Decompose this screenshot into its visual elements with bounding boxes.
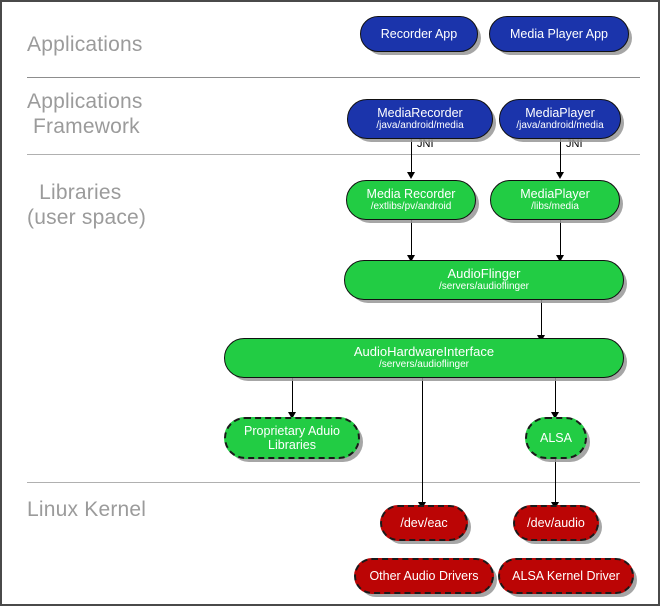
node-subtitle: /servers/audioflinger: [378, 359, 470, 370]
node-proprietary-audio-libraries[interactable]: Proprietary Aduio Libraries: [224, 417, 360, 459]
band-label-linux-kernel: Linux Kernel: [27, 498, 147, 521]
node-recorder-app[interactable]: Recorder App: [360, 16, 478, 52]
arrowhead-ahi-alsa: [551, 412, 559, 419]
connector-ahi-alsa: [555, 377, 556, 415]
node-alsa-kernel-driver[interactable]: ALSA Kernel Driver: [498, 558, 634, 594]
node-mediaplayer-framework[interactable]: MediaPlayer /java/android/media: [499, 99, 621, 139]
node-media-recorder-lib[interactable]: Media Recorder /extlibs/pv/android: [346, 180, 476, 220]
node-title: Recorder App: [380, 27, 458, 41]
edge-label-jni-player: JNI: [566, 138, 583, 150]
node-media-player-app[interactable]: Media Player App: [489, 16, 629, 52]
node-title: MediaPlayer: [520, 187, 590, 201]
band-label-applications: Applications: [27, 33, 143, 56]
arrowhead-jni-recorder: [407, 172, 415, 179]
node-dev-audio[interactable]: /dev/audio: [513, 505, 599, 541]
connector-mediaplayer-audioflinger: [560, 220, 561, 258]
node-subtitle: /java/android/media: [516, 120, 604, 131]
arrowhead-mediaplayer-audioflinger: [556, 255, 564, 262]
node-mediaplayer-lib[interactable]: MediaPlayer /libs/media: [490, 180, 620, 220]
node-title: Media Player App: [510, 27, 608, 41]
node-title: AudioHardwareInterface: [353, 344, 495, 359]
node-title: Media Recorder: [366, 187, 456, 201]
node-title: Other Audio Drivers: [369, 569, 479, 583]
node-title: Proprietary Aduio: [244, 424, 340, 438]
edge-label-jni-recorder: JNI: [417, 138, 434, 150]
connector-mediarecorder-audioflinger: [411, 220, 412, 258]
node-dev-eac[interactable]: /dev/eac: [380, 505, 468, 541]
node-subtitle: /servers/audioflinger: [438, 281, 530, 292]
node-title: ALSA: [540, 431, 572, 445]
node-alsa[interactable]: ALSA: [525, 417, 587, 459]
arrowhead-ahi-proprietary: [288, 412, 296, 419]
separator-kernel: [27, 482, 640, 483]
node-title: AudioFlinger: [447, 266, 521, 281]
connector-ahi-dev-eac: [422, 377, 423, 505]
separator-framework: [27, 154, 640, 155]
node-title: /dev/eac: [400, 516, 448, 530]
node-subtitle: Libraries: [268, 438, 316, 452]
node-mediarecorder-framework[interactable]: MediaRecorder /java/android/media: [347, 99, 493, 139]
connector-alsa-dev-audio: [555, 459, 556, 505]
node-title: ALSA Kernel Driver: [512, 569, 620, 583]
connector-jni-recorder: [411, 138, 412, 174]
band-label-applications-framework: Applications Framework: [27, 90, 143, 138]
band-label-libraries: Libraries (user space): [27, 181, 147, 229]
node-audiohardwareinterface[interactable]: AudioHardwareInterface /servers/audiofli…: [224, 338, 624, 378]
arrowhead-jni-player: [556, 172, 564, 179]
node-other-audio-drivers[interactable]: Other Audio Drivers: [354, 558, 494, 594]
node-subtitle: /libs/media: [531, 201, 579, 212]
separator-applications: [27, 77, 640, 78]
connector-jni-player: [560, 138, 561, 174]
arrowhead-mediarecorder-audioflinger: [407, 255, 415, 262]
connector-audioflinger-ahi: [541, 300, 542, 338]
node-title: /dev/audio: [527, 516, 585, 530]
node-subtitle: /extlibs/pv/android: [370, 201, 452, 212]
node-subtitle: /java/android/media: [376, 120, 464, 131]
node-title: MediaRecorder: [377, 106, 463, 120]
connector-ahi-proprietary: [292, 377, 293, 415]
node-audioflinger[interactable]: AudioFlinger /servers/audioflinger: [344, 260, 624, 300]
node-title: MediaPlayer: [525, 106, 595, 120]
